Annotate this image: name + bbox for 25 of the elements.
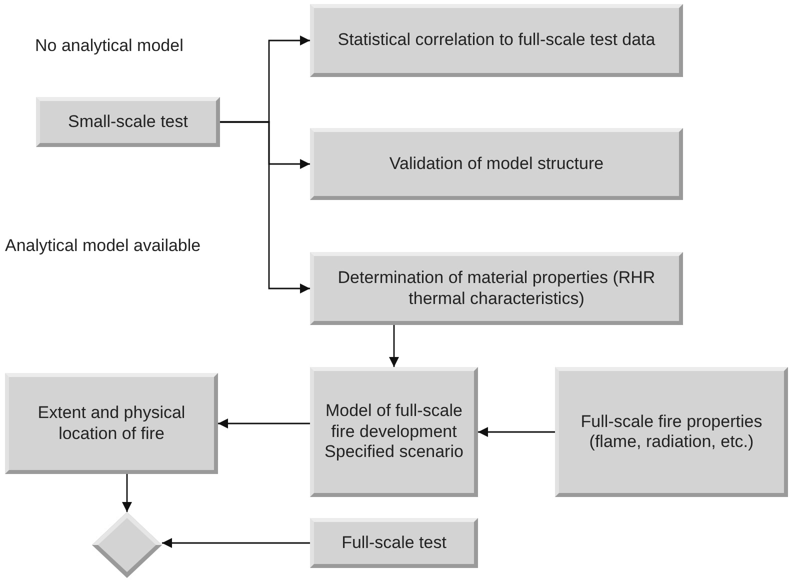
annotation-text: No analytical model [35, 36, 184, 56]
arrow [478, 427, 555, 437]
process-box [555, 367, 788, 497]
arrow [162, 538, 310, 548]
decision-diamond [92, 512, 162, 578]
process-box [310, 252, 683, 325]
arrow [122, 474, 132, 512]
process-box [310, 367, 478, 497]
arrow [389, 325, 399, 367]
process-box [310, 4, 683, 77]
box-text: Determination of material properties (RHR thermal characteristics) [336, 268, 656, 309]
process-box [5, 373, 218, 474]
box-text: Extent and physical location of fire [36, 403, 186, 444]
arrow [220, 121, 310, 294]
process-box [36, 97, 220, 147]
box-text: Statistical correlation to full-scale test data [338, 30, 656, 51]
annotation-text: Analytical model available [5, 236, 201, 256]
arrow [218, 418, 310, 428]
box-text: Full-scale fire properties (flame, radiation, etc.) [580, 412, 764, 452]
box-text: Model of full-scale fire development Specified scenario [324, 401, 464, 463]
process-box [310, 518, 478, 568]
box-text: Small-scale test [68, 112, 188, 132]
process-box [310, 128, 683, 200]
box-text: Validation of model structure [389, 154, 604, 174]
box-text: Full-scale test [342, 532, 446, 554]
